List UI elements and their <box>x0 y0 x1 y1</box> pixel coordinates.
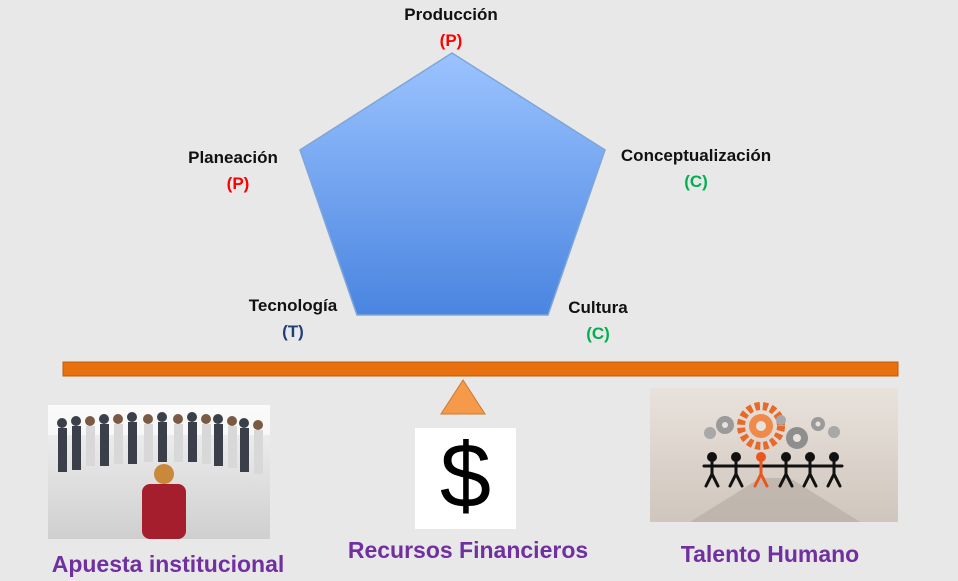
vertex-upper-right-code: (C) <box>684 172 708 191</box>
caption-talento-humano: Talento Humano <box>680 541 860 567</box>
people-gears-icon <box>650 388 898 522</box>
fulcrum-triangle <box>440 379 486 415</box>
pentagon-shape <box>299 52 606 316</box>
vertex-lower-right-code: (C) <box>586 324 610 343</box>
vertex-top-code: (P) <box>439 31 463 50</box>
dollar-box <box>415 428 516 529</box>
vertex-top-label: Producción <box>404 5 498 24</box>
caption-apuesta-institucional: Apuesta institucional <box>51 551 285 577</box>
vertex-upper-right-label: Conceptualización <box>620 146 772 165</box>
vertex-lower-right-label: Cultura <box>568 298 628 317</box>
caption-recursos-financieros: Recursos Financieros <box>347 537 589 563</box>
vertex-lower-left-label: Tecnología <box>248 296 338 315</box>
vertex-lower-left-code: (T) <box>282 322 304 341</box>
vertex-upper-left-code: (P) <box>226 174 250 193</box>
dollar-sign-icon: $ <box>439 425 492 527</box>
vertex-upper-left-label: Planeación <box>188 148 278 167</box>
balance-beam <box>62 361 899 377</box>
team-meeting-photo <box>48 405 270 539</box>
